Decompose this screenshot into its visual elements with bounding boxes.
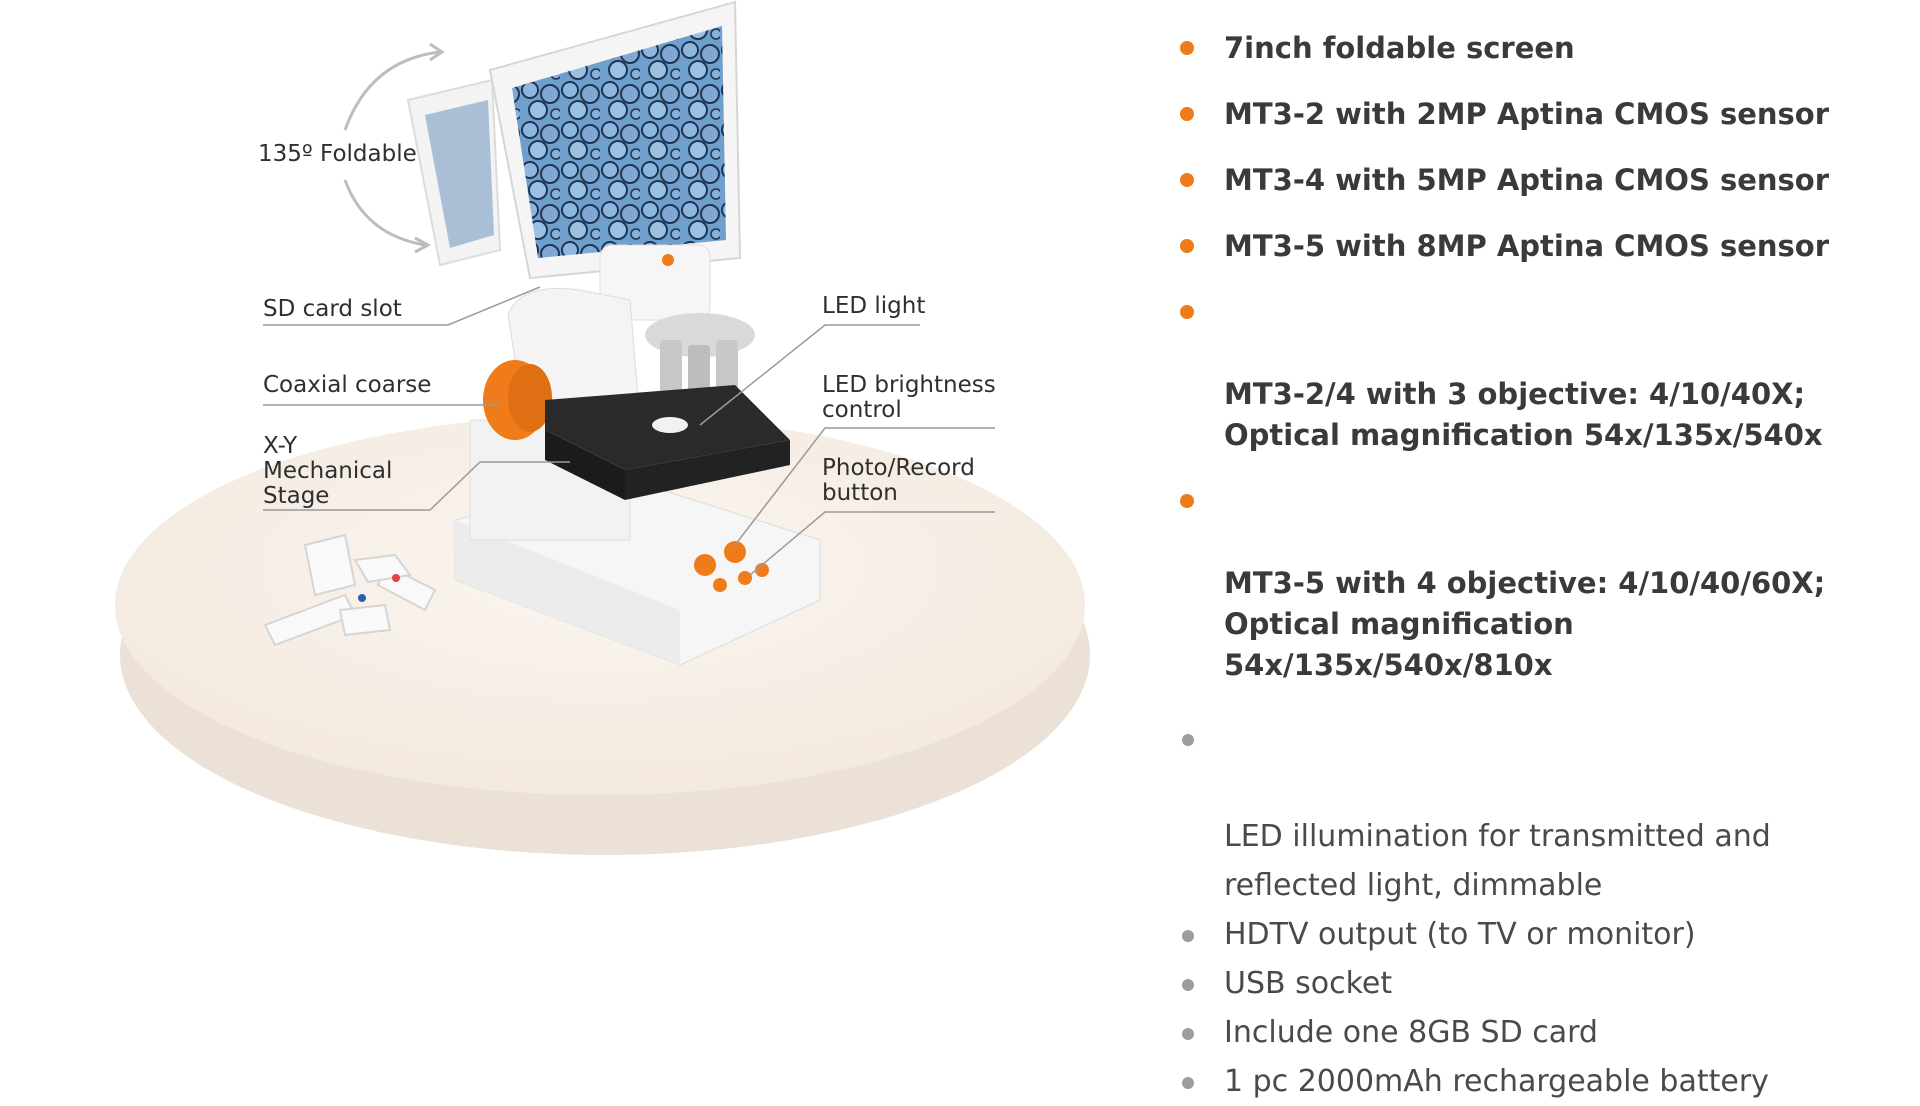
slide-dot-red [392, 574, 400, 582]
objective-turret [645, 313, 755, 415]
orange-bullet-icon [1180, 107, 1194, 121]
glass-slides [263, 533, 437, 647]
spec-text: MT3-2/4 with 3 objective: 4/10/40X; Opti… [1224, 377, 1823, 452]
spec-text: MT3-5 with 4 objective: 4/10/40/60X; Opt… [1224, 566, 1826, 682]
spec-text: MT3-2 with 2MP Aptina CMOS sensor [1224, 97, 1830, 131]
orange-bullet-icon [1180, 173, 1194, 187]
spec-panel: 7inch foldable screen MT3-2 with 2MP Apt… [1180, 28, 1900, 1106]
coarse-focus-knob [483, 360, 552, 440]
callout-foldable: 135º Foldable [258, 141, 417, 167]
callout-leader-lines [263, 286, 995, 576]
callout-coaxial-coarse: Coaxial coarse [263, 372, 432, 398]
mechanical-stage [545, 385, 790, 500]
spec-item: MT3-2/4 with 3 objective: 4/10/40X; Opti… [1180, 292, 1900, 456]
callout-led-light: LED light [822, 293, 926, 319]
feature-text: LED illumination for transmitted and ref… [1224, 819, 1771, 903]
grey-bullet-icon [1182, 1028, 1194, 1040]
folded-screen-back [406, 78, 502, 267]
grey-bullet-icon [1182, 930, 1194, 942]
feature-item: LED illumination for transmitted and ref… [1180, 714, 1900, 910]
spec-item: MT3-2 with 2MP Aptina CMOS sensor [1180, 94, 1900, 135]
slide-dot-blue [358, 594, 366, 602]
feature-text: USB socket [1224, 966, 1393, 1001]
fold-arrow-icon [343, 42, 445, 254]
orange-bullet-icon [1180, 305, 1194, 319]
feature-list: LED illumination for transmitted and ref… [1180, 714, 1900, 1106]
feature-item: USB socket [1180, 959, 1900, 1008]
feature-item: Include one 8GB SD card [1180, 1008, 1900, 1057]
microscope-scene [115, 0, 1090, 855]
callout-sd-card-slot: SD card slot [263, 296, 402, 322]
spec-item: MT3-4 with 5MP Aptina CMOS sensor [1180, 160, 1900, 201]
feature-text: 1 pc 2000mAh rechargeable battery [1224, 1064, 1769, 1099]
spec-item: MT3-5 with 4 objective: 4/10/40/60X; Opt… [1180, 481, 1900, 686]
product-illustration: 135º Foldable SD card slot Coaxial coars… [115, 0, 1090, 855]
spec-item: MT3-5 with 8MP Aptina CMOS sensor [1180, 226, 1900, 267]
spec-text: 7inch foldable screen [1224, 31, 1575, 65]
control-buttons [694, 541, 769, 592]
spec-text: MT3-5 with 8MP Aptina CMOS sensor [1224, 229, 1830, 263]
feature-text: Include one 8GB SD card [1224, 1015, 1598, 1050]
feature-item: 1 pc 2000mAh rechargeable battery [1180, 1057, 1900, 1106]
orange-bullet-icon [1180, 239, 1194, 253]
grey-bullet-icon [1182, 1077, 1194, 1089]
orange-bullet-icon [1180, 494, 1194, 508]
callout-xy-stage: X-Y Mechanical Stage [263, 433, 393, 509]
spec-text: MT3-4 with 5MP Aptina CMOS sensor [1224, 163, 1830, 197]
lcd-screen [488, 0, 742, 280]
callout-led-brightness: LED brightness control [822, 372, 996, 423]
spec-item: 7inch foldable screen [1180, 28, 1900, 69]
callout-photo-record: Photo/Record button [822, 455, 975, 506]
grey-bullet-icon [1182, 979, 1194, 991]
orange-bullet-icon [1180, 41, 1194, 55]
grey-bullet-icon [1182, 734, 1194, 746]
